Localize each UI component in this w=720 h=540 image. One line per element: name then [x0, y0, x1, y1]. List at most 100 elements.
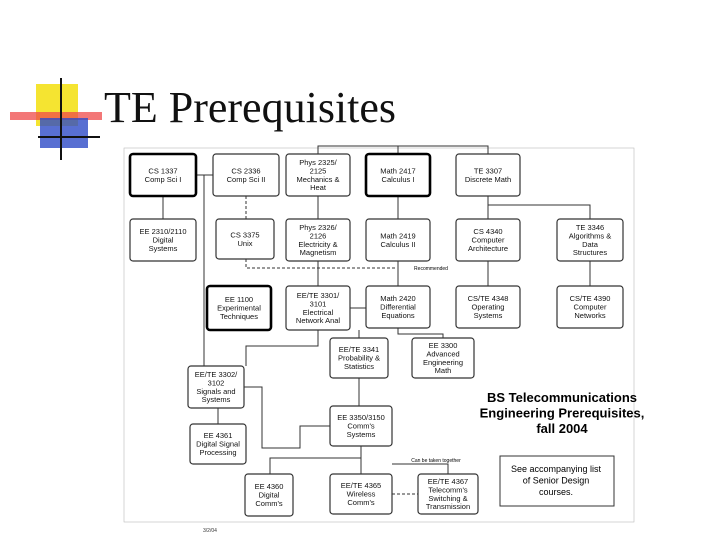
course-box-line: EE/TE 3302/ [195, 370, 238, 379]
date-stamp: 3/2/04 [203, 528, 217, 534]
course-box-line: Systems [474, 311, 503, 320]
diagram-heading-line: Engineering Prerequisites, [480, 406, 645, 421]
prerequisite-edge [397, 328, 444, 338]
course-box-line: Math 2420 [380, 294, 415, 303]
diagram-heading-line: BS Telecommunications [487, 390, 637, 405]
deco-red-bar [10, 112, 102, 120]
course-box-line: 2126 [310, 231, 327, 240]
course-box-line: EE/TE 4367 [428, 477, 468, 486]
together-label: Can be taken together [411, 458, 461, 464]
course-box-line: Computer [472, 236, 505, 245]
prerequisite-edge [392, 463, 449, 474]
course-box-line: Statistics [344, 362, 374, 371]
prerequisite-edge [317, 145, 399, 154]
prerequisite-edge [244, 386, 330, 449]
prerequisite-edges [162, 145, 591, 495]
course-box-line: Unix [237, 239, 252, 248]
course-box-line: Networks [574, 311, 606, 320]
course-box-line: Architecture [468, 244, 508, 253]
course-box-line: EE 4360 [255, 482, 284, 491]
course-box-line: Phys 2326/ [299, 223, 337, 232]
course-box-line: Comp Sci I [145, 175, 182, 184]
prerequisite-edge [269, 457, 361, 474]
deco-vertical-line [60, 78, 62, 160]
course-box-line: TE 3346 [576, 223, 604, 232]
course-box-line: 2125 [310, 166, 327, 175]
course-box-line: Advanced [426, 349, 459, 358]
course-box-line: Techniques [220, 312, 258, 321]
course-box-line: Computer [574, 303, 607, 312]
diagram-heading-line: fall 2004 [536, 421, 588, 436]
prerequisite-edge [245, 259, 395, 269]
course-box-line: Math 2419 [380, 231, 415, 240]
course-box-line: Structures [573, 248, 607, 257]
course-box-line: Systems [202, 395, 231, 404]
course-box-line: Comm's [347, 422, 375, 431]
course-box-line: Comm's [347, 498, 375, 507]
course-box-line: EE 4361 [204, 431, 233, 440]
senior-design-note-line: of Senior Design [523, 476, 590, 486]
course-box-line: Systems [347, 430, 376, 439]
prerequisite-edge [245, 330, 319, 366]
diagram-frame [123, 147, 635, 523]
course-box-line: Systems [149, 244, 178, 253]
course-box-line: Mechanics & [297, 175, 340, 184]
course-box-line: Network Anal [296, 316, 341, 325]
course-box-line: Calculus II [380, 240, 415, 249]
course-box-line: EE 1100 [225, 295, 253, 304]
senior-design-note-line: See accompanying list [511, 464, 602, 474]
course-box-line: Switching & [428, 494, 467, 503]
course-box-line: CS/TE 4348 [468, 294, 509, 303]
course-box-line: Engineering [423, 358, 463, 367]
course-box-line: 3101 [310, 299, 327, 308]
course-box-line: EE 3350/3150 [337, 413, 385, 422]
senior-design-note-line: courses. [539, 487, 573, 497]
recommended-label: Recommended [414, 266, 448, 272]
course-box-line: Heat [310, 183, 327, 192]
course-box-line: Calculus I [382, 175, 415, 184]
course-box-line: Discrete Math [465, 175, 511, 184]
course-box-line: Differential [380, 303, 416, 312]
course-box-line: Comm's [255, 499, 283, 508]
course-box-line: Wireless [347, 490, 376, 499]
course-box-line: Equations [381, 311, 415, 320]
course-box-line: TE 3307 [474, 166, 502, 175]
course-box-line: Data [582, 240, 599, 249]
course-box-line: Comp Sci II [227, 175, 266, 184]
deco-horizontal-line [38, 136, 100, 138]
course-box-line: 3102 [208, 378, 225, 387]
deco-blue-square [40, 118, 88, 148]
course-box-line: EE/TE 3341 [339, 345, 379, 354]
course-box-line: Digital [153, 236, 174, 245]
course-box-line: Electrical [303, 308, 334, 317]
course-box-line: EE 3300 [429, 341, 458, 350]
course-box-line: CS 1337 [148, 166, 177, 175]
course-box-line: Algorithms & [569, 231, 612, 240]
course-box-line: Math [435, 366, 452, 375]
course-box-line: CS 4340 [473, 227, 502, 236]
course-box-line: Transmission [426, 502, 470, 511]
senior-design-note-box [499, 455, 615, 507]
course-box-line: Digital Signal [196, 440, 240, 449]
